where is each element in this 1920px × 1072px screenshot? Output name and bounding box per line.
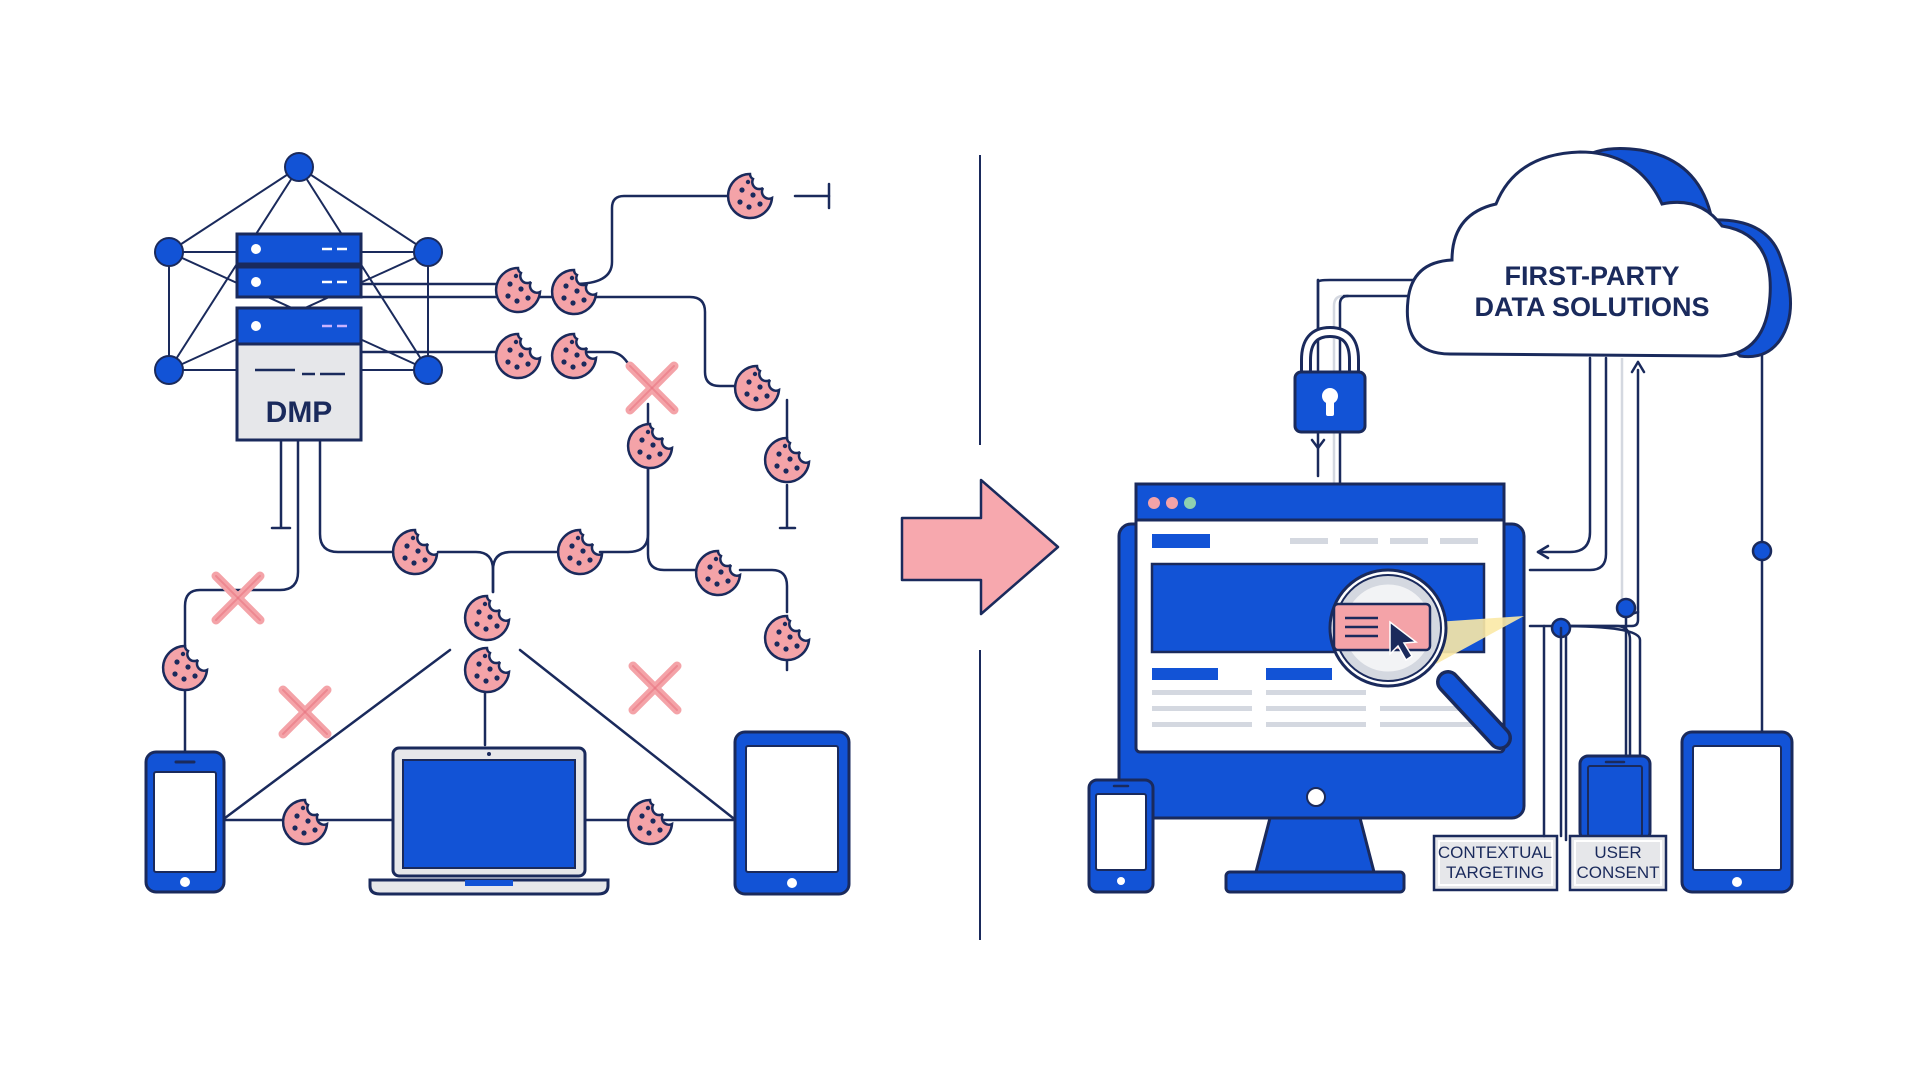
transition-arrow: [900, 478, 1060, 616]
tablet-icon: [1680, 730, 1794, 894]
cookie-icon: [494, 266, 542, 314]
cookie-icon: [463, 646, 511, 694]
cursor-icon: [1389, 620, 1418, 662]
cookie-icon: [763, 614, 811, 662]
user-consent-line1: USER: [1594, 843, 1641, 862]
magnifier-icon: [1328, 568, 1524, 750]
cookie-icon: [161, 644, 209, 692]
pipe-junction: [1615, 597, 1637, 619]
cloud-title-line1: FIRST-PARTY: [1505, 261, 1680, 291]
right-panel: FIRST-PARTY DATA SOLUTIONS: [1087, 147, 1794, 894]
cloud-icon: FIRST-PARTY DATA SOLUTIONS: [1405, 147, 1792, 359]
pipe-junction: [1751, 540, 1773, 562]
browser-minimize-dot: [1166, 497, 1178, 509]
cookie-icon: [626, 798, 674, 846]
cross-icon: [630, 366, 674, 410]
user-consent-device: USER CONSENT: [1568, 754, 1668, 892]
cookie-icon: [726, 172, 774, 220]
cross-icon: [633, 666, 677, 710]
contextual-targeting-line1: CONTEXTUAL: [1438, 843, 1552, 862]
left-panel: DMP: [144, 152, 851, 896]
tablet-icon: [733, 730, 851, 896]
mesh-node: [413, 237, 443, 267]
browser-window: [1134, 482, 1506, 754]
cookie-icon: [550, 332, 598, 380]
cookie-icon: [556, 528, 604, 576]
mesh-node: [154, 237, 184, 267]
mesh-node: [154, 355, 184, 385]
contextual-targeting-line2: TARGETING: [1446, 863, 1544, 882]
server-icon: DMP: [235, 232, 363, 442]
dmp-label: DMP: [266, 396, 333, 429]
contextual-targeting-box: CONTEXTUAL TARGETING: [1432, 834, 1559, 892]
padlock-icon: [1293, 325, 1367, 434]
cross-icon: [216, 576, 260, 620]
cookie-icon: [463, 594, 511, 642]
cookie-icon: [494, 332, 542, 380]
cookie-icon: [694, 549, 742, 597]
user-consent-line2: CONSENT: [1576, 863, 1659, 882]
cookie-icon: [281, 798, 329, 846]
network-mesh: [154, 152, 443, 385]
cookie-icon: [391, 528, 439, 576]
cloud-title-line2: DATA SOLUTIONS: [1475, 292, 1710, 322]
browser-close-dot: [1148, 497, 1160, 509]
cookie-icon: [763, 436, 811, 484]
cookie-icon: [626, 422, 674, 470]
laptop-icon: [368, 746, 610, 896]
smartphone-icon: [1087, 778, 1155, 894]
smartphone-icon: [144, 750, 226, 894]
cookie-icon: [733, 364, 781, 412]
mesh-node: [413, 355, 443, 385]
cross-icon: [283, 690, 327, 734]
cookie-icon: [550, 268, 598, 316]
mesh-node: [284, 152, 314, 182]
data-pipes: [1310, 278, 1773, 842]
browser-maximize-dot: [1184, 497, 1196, 509]
